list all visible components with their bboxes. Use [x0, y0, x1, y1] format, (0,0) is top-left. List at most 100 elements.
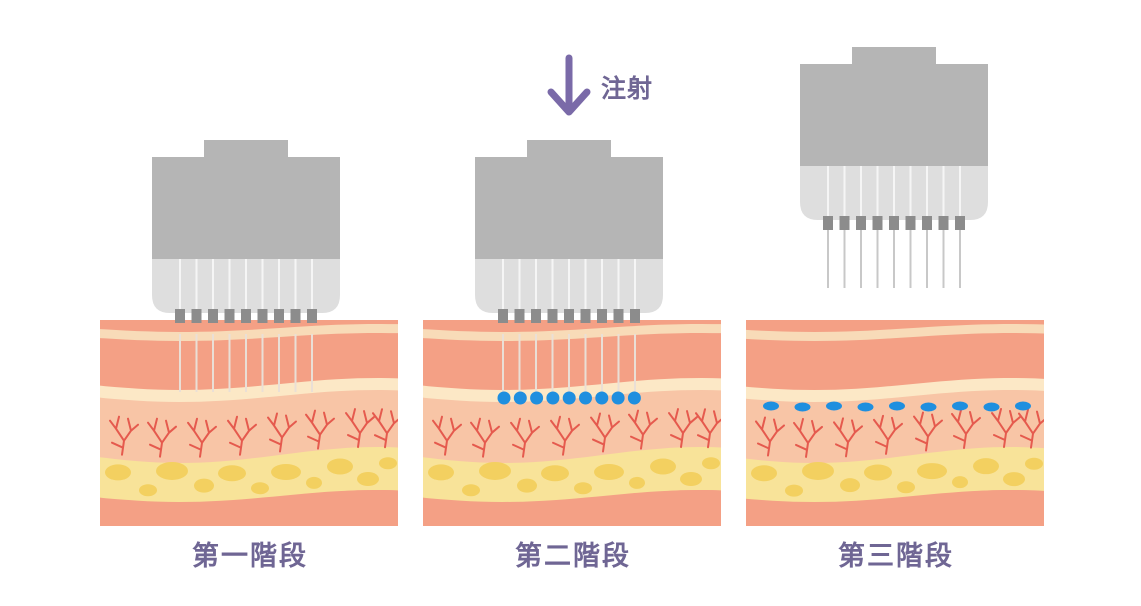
fat-layer: [423, 447, 721, 506]
injected-drop-icon: [889, 401, 905, 411]
blood-vessel-icon: [305, 409, 335, 450]
fat-cell-icon: [897, 481, 915, 494]
fat-cell-icon: [680, 472, 702, 487]
needle-base: [630, 309, 640, 323]
injected-drop-icon: [826, 401, 842, 411]
injected-drop-icon: [546, 391, 560, 405]
injected-drop-icon: [513, 391, 527, 405]
needle-base: [564, 309, 574, 323]
fat-cell-icon: [574, 482, 592, 495]
fat-cell-icon: [650, 458, 676, 475]
blood-vessel-icon: [590, 412, 620, 453]
injected-drop-icon: [763, 401, 779, 411]
blood-vessel-icon: [187, 417, 217, 458]
arrow-head: [547, 88, 591, 116]
injection-label: 注射: [601, 74, 654, 103]
injected-drop-icon: [983, 402, 1000, 412]
fat-cell-icon: [156, 461, 188, 480]
fat-cell-icon: [462, 484, 480, 497]
injected-drop-icon: [595, 391, 609, 405]
device-cap: [204, 140, 288, 160]
needle-base: [597, 309, 607, 323]
needle-base: [257, 309, 268, 323]
microneedle-devices: [152, 47, 988, 323]
injected-drop-icon: [562, 391, 576, 405]
needle-base: [498, 309, 508, 323]
needle-base: [823, 216, 833, 230]
fat-cell-icon: [973, 458, 999, 475]
fat-cell-icon: [428, 464, 454, 481]
needle-base: [274, 309, 284, 323]
fat-layer: [100, 447, 398, 506]
subcutis-lower: [746, 490, 1044, 526]
blood-vessel-icon: [372, 408, 398, 449]
blood-vessel-icon: [628, 409, 658, 450]
arrow-down-icon: [547, 54, 591, 116]
fat-cell-icon: [517, 478, 537, 493]
needle-base: [955, 216, 965, 230]
skin-section-stage-3: [746, 320, 1044, 526]
needle-base: [872, 216, 883, 230]
fat-cell-icon: [357, 472, 379, 487]
injected-drop-icon: [627, 391, 641, 405]
needle-base: [889, 216, 899, 230]
subcutis-lower: [423, 490, 721, 526]
blood-vessel-icon: [345, 408, 375, 449]
fat-cell-icon: [251, 482, 269, 495]
injected-drop-icon: [794, 402, 811, 412]
blood-vessel-icon: [227, 415, 257, 456]
needle-base: [905, 216, 916, 230]
fat-cell-icon: [864, 464, 892, 481]
device-body: [800, 64, 988, 166]
skin-section-stage-2: [423, 320, 721, 526]
injected-drop-icon: [497, 391, 511, 405]
fat-cell-icon: [840, 478, 860, 493]
injected-drop-icon: [1015, 401, 1031, 411]
fat-cell-icon: [479, 461, 511, 480]
stage-1-label: 第一階段: [192, 541, 308, 572]
fat-cell-icon: [105, 464, 131, 481]
device-cap: [852, 47, 936, 67]
stage-2-label: 第二階段: [515, 541, 631, 572]
blood-vessel-icon: [793, 417, 823, 458]
fat-cell-icon: [194, 478, 214, 493]
injected-drop-icon: [920, 402, 937, 412]
fat-cell-icon: [271, 464, 301, 481]
device-cap: [527, 140, 611, 160]
injected-drop-icon: [952, 401, 968, 411]
fat-cell-icon: [379, 457, 397, 470]
needle-base: [307, 309, 317, 323]
injected-drop-icon: [611, 391, 625, 405]
injected-drop-icon: [579, 391, 592, 405]
needle-base: [514, 309, 525, 323]
blood-vessel-icon: [109, 415, 139, 456]
blood-vessel-icon: [147, 417, 177, 458]
needle-base: [531, 309, 541, 323]
fat-cell-icon: [629, 476, 645, 489]
fat-cell-icon: [218, 465, 246, 482]
blood-vessel-icon: [833, 417, 863, 458]
microneedle-device-icon: [152, 140, 340, 323]
blood-vessel-icon: [550, 415, 580, 456]
blood-vessel-icon: [913, 411, 943, 452]
dermis-boundary: [100, 378, 398, 408]
needle-base: [839, 216, 850, 230]
fat-cell-icon: [327, 458, 353, 475]
fat-cell-icon: [1003, 472, 1025, 487]
subcutis-lower: [100, 490, 398, 526]
microneedle-device-icon: [800, 47, 988, 288]
microneedle-device-icon: [475, 140, 663, 323]
injected-drop-icon: [857, 402, 874, 412]
blood-vessel-icon: [267, 412, 297, 453]
blood-vessel-icon: [873, 414, 903, 455]
fat-cell-icon: [541, 465, 569, 482]
fat-cell-icon: [139, 484, 157, 497]
blood-vessel-icon: [668, 408, 698, 449]
device-body: [152, 157, 340, 259]
needle-base: [856, 216, 866, 230]
blood-vessel-icon: [470, 417, 500, 458]
needle-base: [580, 309, 591, 323]
blood-vessel-icon: [695, 408, 721, 449]
needle-base: [922, 216, 932, 230]
